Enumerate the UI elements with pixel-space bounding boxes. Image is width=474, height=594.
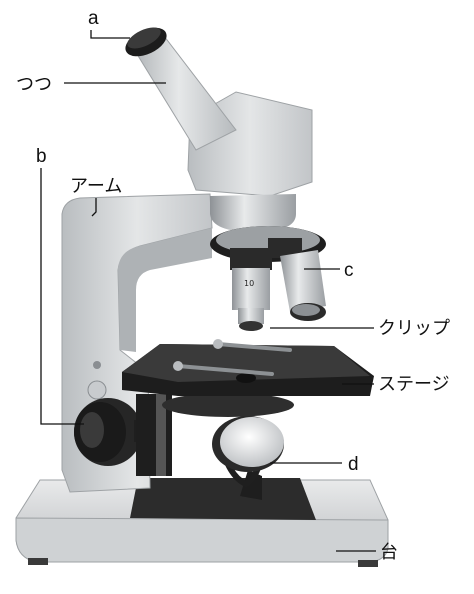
label-clip: クリップ: [270, 318, 450, 339]
objective-lens-left: 10: [230, 248, 272, 331]
label-tsutsu: つつ: [16, 74, 166, 95]
label-base-text: 台: [380, 542, 398, 563]
label-a: a: [88, 8, 130, 38]
stage-part: [122, 339, 374, 396]
label-clip-text: クリップ: [378, 318, 450, 339]
eyepiece-tube: [121, 22, 236, 150]
label-stage-text: ステージ: [378, 374, 450, 395]
label-c-text: c: [344, 260, 354, 281]
lens-marking: 10: [244, 279, 254, 288]
label-d-text: d: [348, 454, 359, 475]
label-arm-text: アーム: [70, 176, 122, 197]
label-b-text: b: [36, 146, 47, 167]
label-a-text: a: [88, 8, 99, 29]
objective-lens-right: [268, 238, 326, 321]
label-tsutsu-text: つつ: [16, 74, 52, 95]
label-d: d: [270, 454, 359, 475]
microscope: 10: [16, 22, 388, 567]
